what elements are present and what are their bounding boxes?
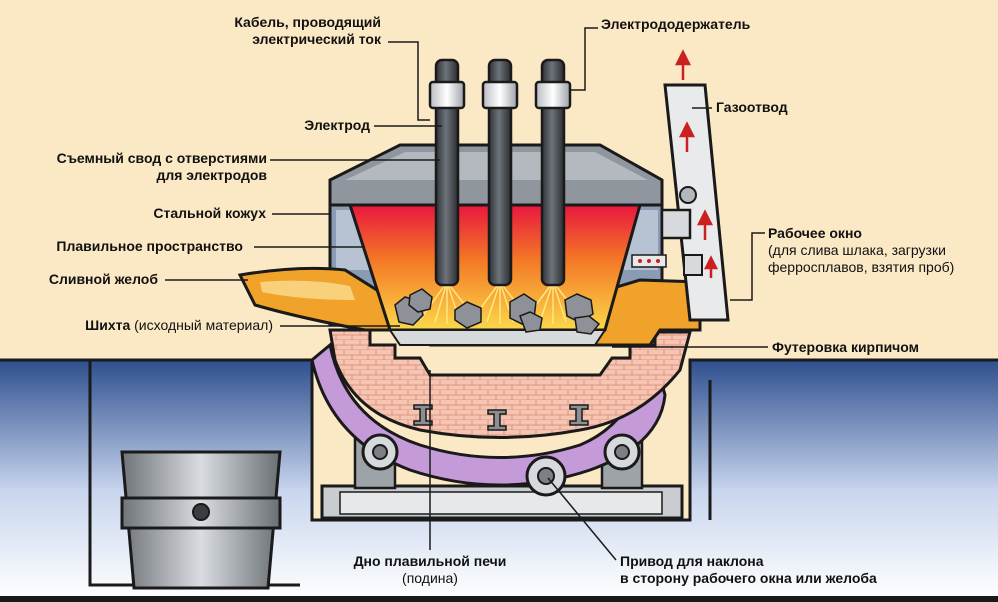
scrap-charge (394, 288, 601, 335)
removable-roof-label: Съемный свод с отверстиями для электродо… (57, 150, 267, 184)
cable-label: Кабель, проводящий электрический ток (234, 14, 381, 48)
ladle (120, 450, 282, 590)
electric-arcs (419, 281, 582, 324)
steel-shell-label: Стальной кожух (153, 205, 266, 221)
charge-label: Шихта (исходный материал) (85, 317, 273, 334)
tilt-drive-label: Привод для наклона в сторону рабочего ок… (620, 553, 877, 587)
electrode-holder-label: Электрододержатель (601, 16, 751, 32)
work-window-line2: ферросплавов, взятия проб) (768, 259, 955, 275)
charge-label-normal: (исходный материал) (134, 317, 273, 333)
support-struts (413, 404, 589, 431)
work-window-label: Рабочее окно (для слива шлака, загрузки … (768, 225, 954, 276)
melting-space-label: Плавильное пространство (56, 238, 243, 254)
gas-flow-arrows (674, 49, 719, 278)
tapping-spout-label: Сливной желоб (48, 271, 158, 287)
electrodes (434, 58, 566, 287)
electrode-label: Электрод (304, 117, 370, 133)
cable-label-line2: электрический ток (252, 31, 381, 47)
leader-lines (165, 27, 768, 561)
hearth-label-line2: (подина) (402, 570, 458, 586)
tilt-drive-label-line2: в сторону рабочего окна или желоба (620, 570, 877, 586)
electrode-holders (428, 80, 572, 110)
hearth-label: Дно плавильной печи (подина) (346, 553, 514, 587)
gas-outlet-label: Газоотвод (716, 99, 788, 115)
removable-roof-label-line1: Съемный свод с отверстиями (56, 150, 267, 166)
brick-lining-label: Футеровка кирпичом (772, 339, 920, 355)
tilt-rollers (361, 433, 641, 497)
work-window-line1: (для слива шлака, загрузки (768, 242, 946, 258)
cable-label-line1: Кабель, проводящий (234, 14, 381, 30)
removable-roof-label-line2: для электродов (156, 167, 267, 183)
hearth-label-line1: Дно плавильной печи (353, 553, 507, 569)
tilt-drive-label-line1: Привод для наклона (620, 553, 764, 569)
charge-label-bold: Шихта (85, 317, 131, 333)
work-window-title: Рабочее окно (768, 225, 862, 241)
